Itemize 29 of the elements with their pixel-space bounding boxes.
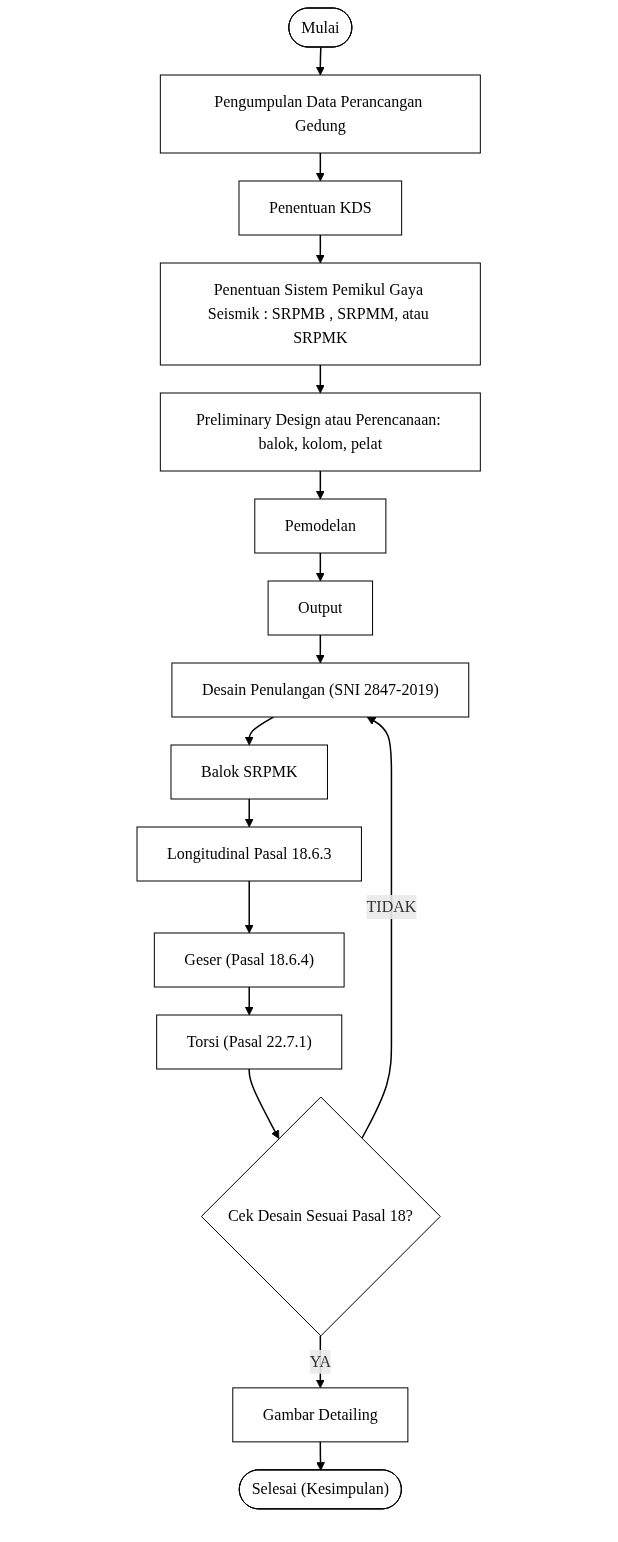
node-box: Desain Penulangan (SNI 2847-2019) xyxy=(171,662,470,718)
node-box: Geser (Pasal 18.6.4) xyxy=(154,932,345,988)
arrow xyxy=(245,798,254,828)
arrow xyxy=(245,880,254,934)
arrow xyxy=(316,364,326,394)
arrow xyxy=(245,716,275,746)
node-box: Preliminary Design atau Perencanaan: balok, kolom, pelat xyxy=(160,392,482,472)
arrow xyxy=(248,1068,280,1139)
node-diamond: Cek Desain Sesuai Pasal 18? xyxy=(201,1096,442,1337)
node-box: Pengumpulan Data Perancangan Gedung xyxy=(160,74,482,154)
arrow xyxy=(316,46,326,76)
arrow xyxy=(316,552,326,582)
arrow xyxy=(316,234,326,264)
arrow xyxy=(316,470,326,500)
node-box: Pemodelan xyxy=(254,498,387,554)
arrow xyxy=(316,1441,326,1471)
arrow xyxy=(361,716,393,1140)
node-box: Balok SRPMK xyxy=(170,744,329,800)
node-box: Penentuan KDS xyxy=(238,180,403,236)
edge-label: TIDAK xyxy=(366,898,417,915)
node-box: Output xyxy=(267,580,374,636)
node-box: Penentuan Sistem Pemikul Gaya Seismik : SRPMB , SRPMM, atau SRPMK xyxy=(160,262,482,366)
arrow xyxy=(316,152,326,182)
node-box: Longitudinal Pasal 18.6.3 xyxy=(136,826,363,882)
node-box: Gambar Detailing xyxy=(232,1387,409,1443)
arrow xyxy=(316,634,326,664)
node-box: Torsi (Pasal 22.7.1) xyxy=(156,1014,343,1070)
edge-label: YA xyxy=(309,1352,332,1370)
arrow xyxy=(245,986,254,1016)
